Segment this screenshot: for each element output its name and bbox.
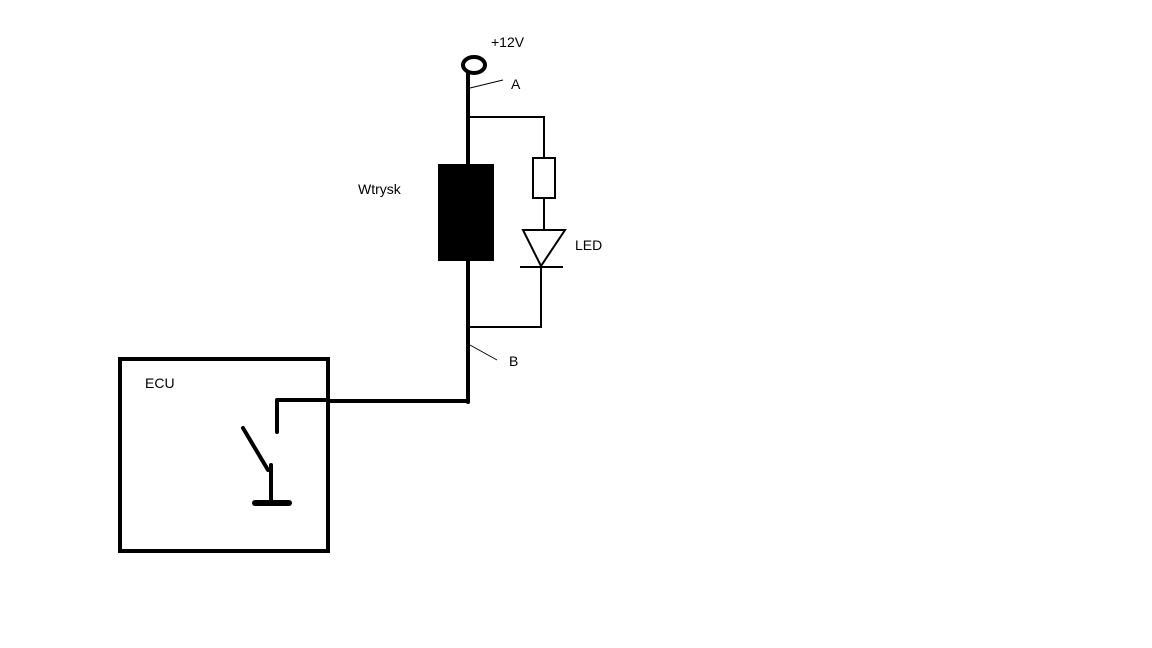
led-branch-bottom xyxy=(468,267,542,328)
led-symbol xyxy=(521,229,567,268)
injector-block xyxy=(438,164,494,261)
led-branch-top xyxy=(468,116,545,158)
supply-terminal xyxy=(461,55,487,75)
node-a-label: A xyxy=(511,76,521,92)
injector-label: Wtrysk xyxy=(358,181,402,197)
ecu-internal-wire xyxy=(275,398,330,434)
ecu-label: ECU xyxy=(145,375,175,391)
resistor xyxy=(532,157,556,199)
node-b-leader xyxy=(469,344,498,361)
node-b-label: B xyxy=(509,353,518,369)
ecu-box xyxy=(118,357,330,553)
supply-label: +12V xyxy=(491,34,525,50)
led-label: LED xyxy=(575,237,602,253)
switch-lever xyxy=(241,426,270,472)
node-a-leader xyxy=(469,79,504,89)
